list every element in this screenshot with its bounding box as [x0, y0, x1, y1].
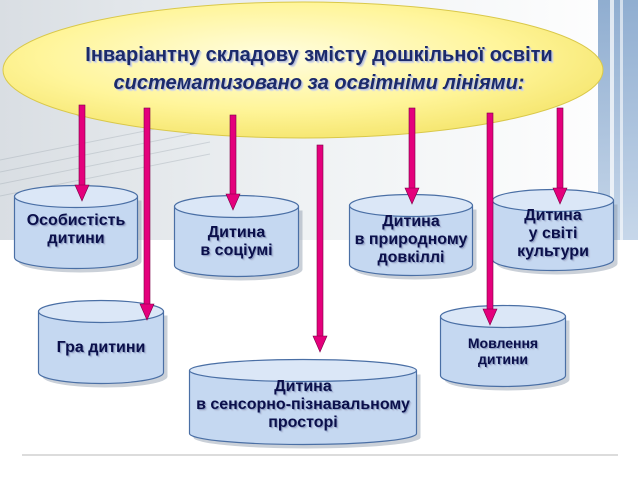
- node-nature: Дитина в природному довкіллі: [348, 193, 477, 280]
- node-play: Гра дитини: [37, 299, 168, 388]
- node-society: Дитина в соціумі: [173, 194, 303, 281]
- node-speech-label: Мовлення дитини: [467, 335, 539, 367]
- node-personality-label: Особистість дитини: [26, 212, 126, 247]
- node-play-label: Гра дитини: [56, 339, 146, 356]
- node-culture: Дитина у світі культури: [491, 188, 618, 275]
- node-sensory: Дитина в сенсорно-пізнавальному просторі: [188, 358, 421, 449]
- node-nature-label: Дитина в природному довкіллі: [354, 213, 468, 266]
- node-culture-label: Дитина у світі культури: [517, 207, 589, 260]
- diagram-title-line1: Інваріантну складову змісту дошкільної о…: [85, 44, 553, 66]
- diagram-title-line2-text: систематизовано за освітніми лініями:: [113, 72, 525, 94]
- title-ellipse: [2, 1, 604, 139]
- diagram-title-line2: систематизовано за освітніми лініями:: [0, 72, 638, 95]
- node-speech: Мовлення дитини: [439, 304, 570, 391]
- node-sensory-label: Дитина в сенсорно-пізнавальному просторі: [196, 378, 410, 431]
- node-personality: Особистість дитини: [13, 184, 142, 273]
- node-society-label: Дитина в соціумі: [200, 224, 273, 259]
